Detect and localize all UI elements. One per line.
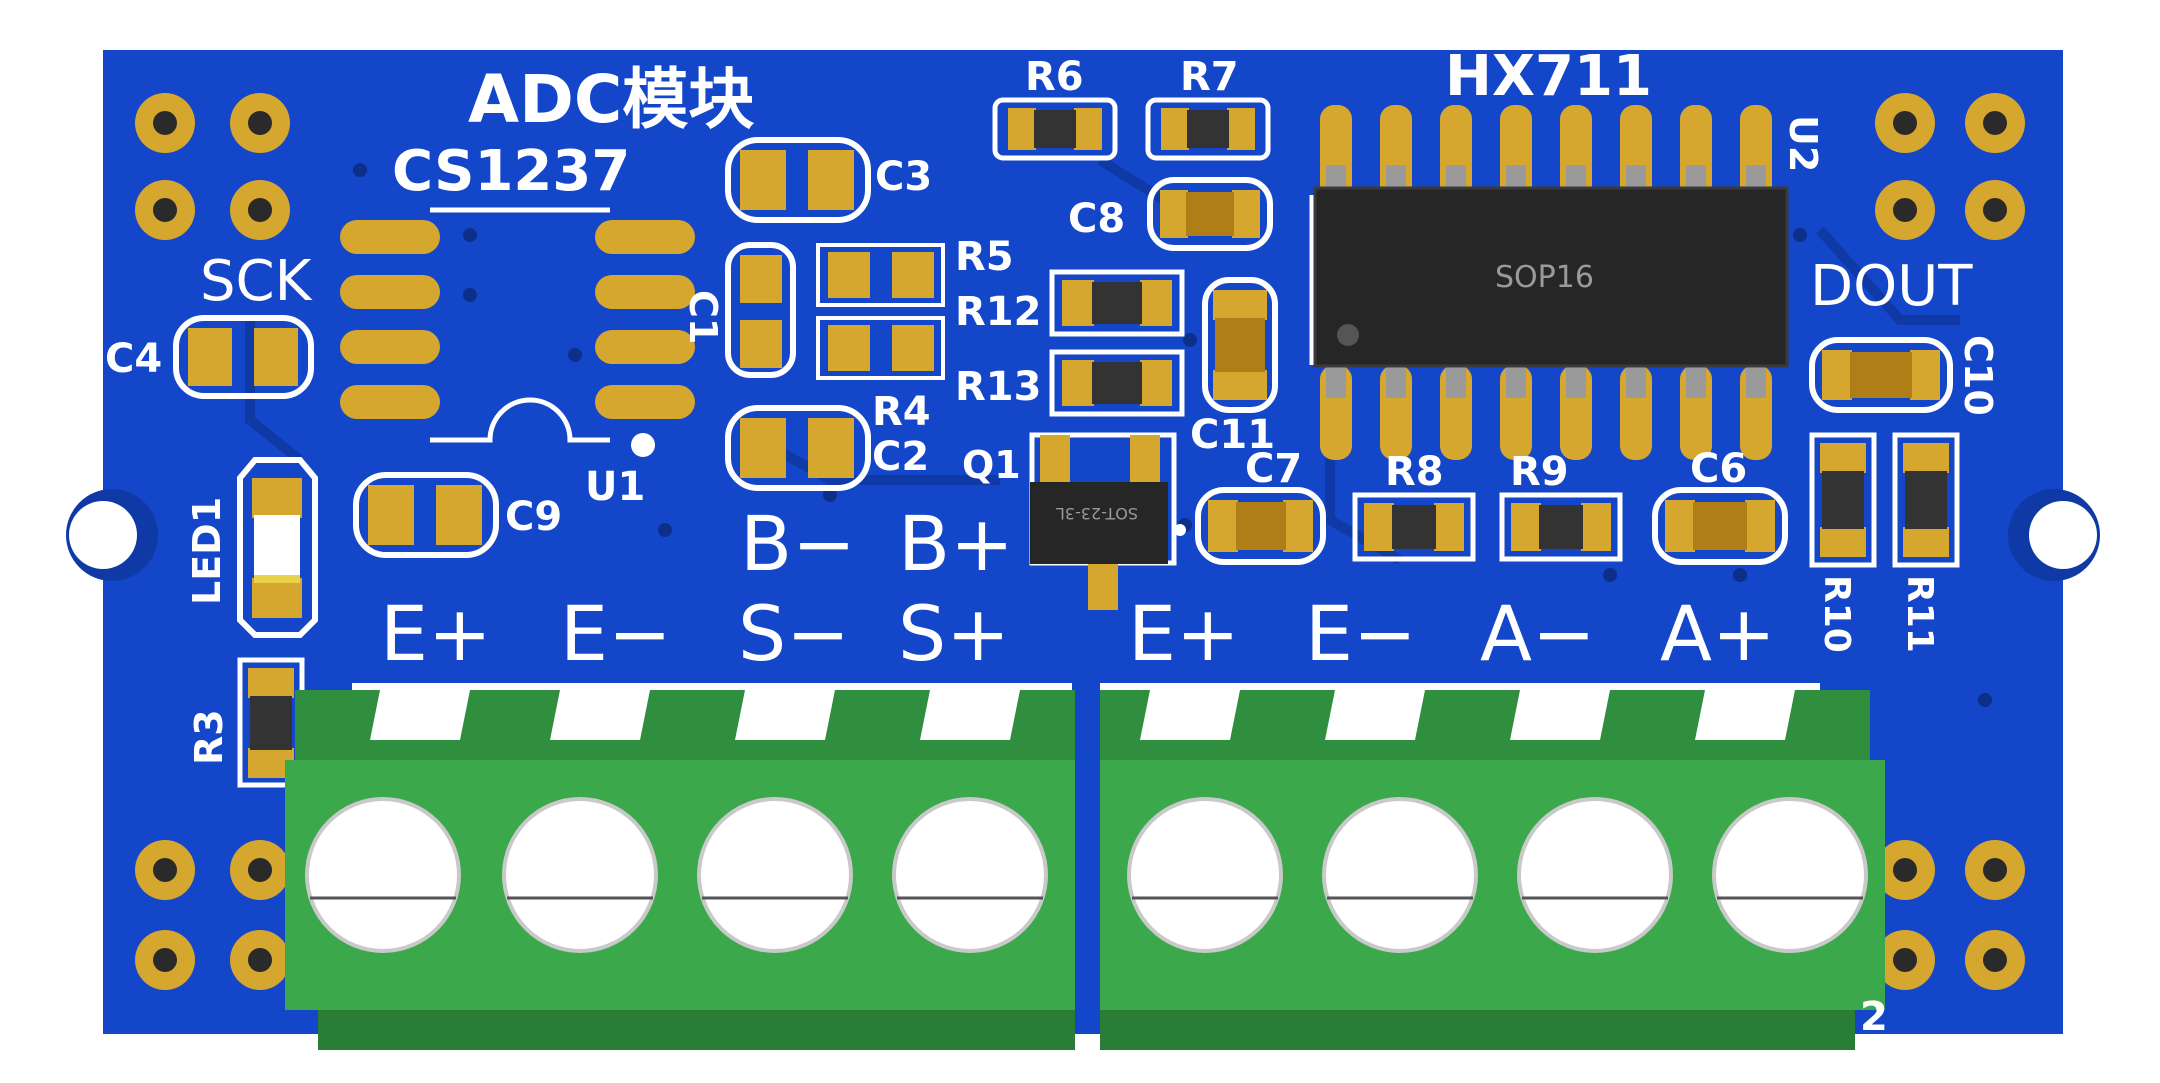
c11-label: C11 [1190,412,1275,458]
hx711-body [1313,186,1789,368]
q1-pkg-label: SOT-23-3L [1056,504,1138,523]
r5-label: R5 [955,234,1014,280]
corner-pads [135,93,2025,990]
r9-label: R9 [1510,449,1569,495]
r13-label: R13 [955,364,1041,410]
c8-label: C8 [1068,196,1125,242]
terminal-block-left [285,683,1075,1050]
u1-cs1237 [340,207,695,457]
board-title: ADC模块 [468,61,754,138]
r7-label: R7 [1180,54,1239,100]
c4-label: C4 [105,336,162,382]
sck-label: SCK [200,249,313,314]
terminal-label-right-1: E+ [1128,589,1240,678]
dout-label: DOUT [1810,254,1973,319]
terminal-label-left-4: S+ [898,589,1010,678]
r8-label: R8 [1385,449,1444,495]
terminal-label-left-1: E+ [380,589,492,678]
terminal-label-b-plus: B+ [898,499,1014,588]
corner-mark: 2 [1860,994,1888,1040]
r12-label: R12 [955,289,1041,335]
q1-ref-label: Q1 [962,443,1021,487]
r6-label: R6 [1025,54,1084,100]
terminal-label-right-2: E− [1305,589,1417,678]
hx711-pkg-label: SOP16 [1495,260,1594,295]
c1-label: C1 [681,290,725,344]
c10-label: C10 [1956,335,2000,416]
hx711-name-label: HX711 [1445,44,1652,109]
u2-ref-label: U2 [1781,115,1825,172]
terminal-block-right [1100,683,1885,1050]
passives [173,97,1960,788]
c3-label: C3 [875,154,932,200]
led1-label: LED1 [185,497,229,605]
c6-label: C6 [1690,446,1747,492]
r3-label: R3 [187,709,231,765]
terminal-label-b-minus: B− [740,499,856,588]
terminal-label-right-3: A− [1480,589,1596,678]
traces [245,155,1960,565]
r4-label: R4 [872,389,931,435]
u2-hx711 [1309,105,1789,460]
u1-name-label: CS1237 [392,139,630,204]
u1-ref-label: U1 [585,464,645,510]
r10-label: R10 [1816,575,1857,653]
r11-label: R11 [1899,575,1940,653]
q1-sot23 [1029,432,1186,610]
c9-label: C9 [505,494,562,540]
terminal-label-left-3: S− [738,589,850,678]
terminal-label-left-2: E− [560,589,672,678]
c7-label: C7 [1245,446,1302,492]
c2-label: C2 [872,434,929,480]
terminal-label-right-4: A+ [1660,589,1776,678]
